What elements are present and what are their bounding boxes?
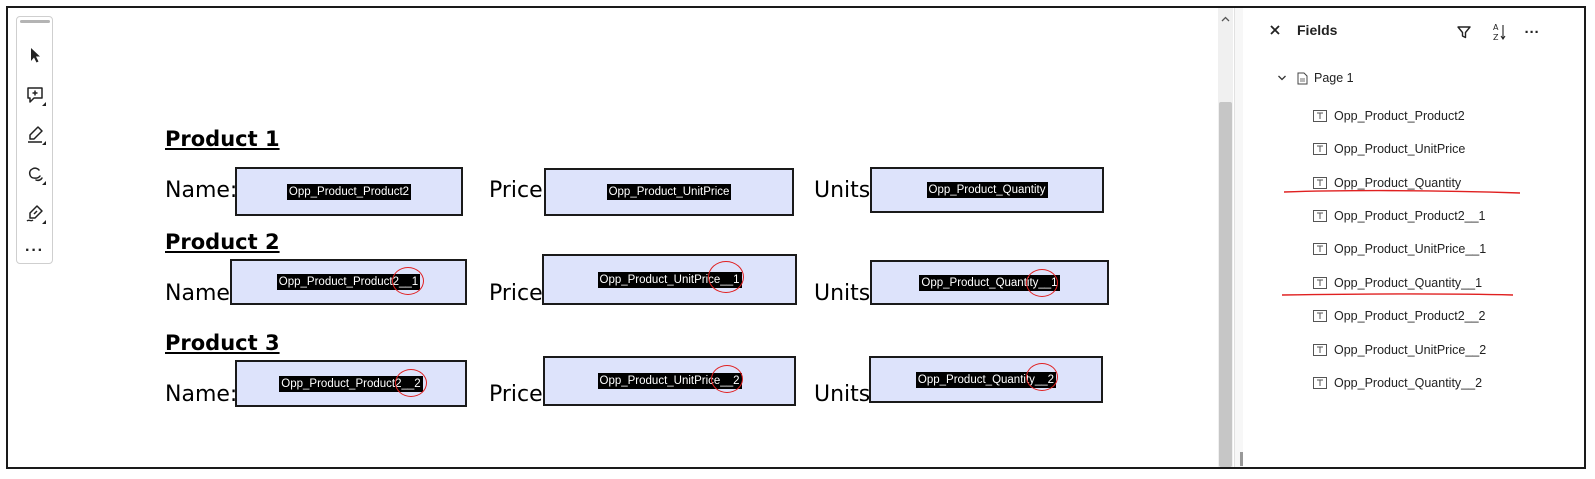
- chevron-down-icon: [1278, 75, 1286, 81]
- sign-pen-icon: [26, 205, 43, 222]
- field-product-1-price[interactable]: Opp_Product_UnitPrice: [544, 168, 794, 216]
- product-2-heading: Product 2: [165, 230, 280, 254]
- field-product-3-units[interactable]: Opp_Product_Quantity__2: [869, 356, 1103, 403]
- sort-az-icon: AZ: [1493, 23, 1506, 42]
- product-3-units-label: Units: [814, 382, 871, 407]
- panel-divider[interactable]: [1234, 8, 1243, 467]
- product-3-heading: Product 3: [165, 331, 280, 355]
- text-field-icon: [1313, 177, 1327, 189]
- field-product-2-price[interactable]: Opp_Product_UnitPrice__1: [542, 254, 797, 305]
- panel-resize-handle[interactable]: [1240, 452, 1243, 466]
- product-1-name-label: Name:: [165, 178, 238, 203]
- text-field-icon: [1313, 210, 1327, 222]
- add-comment-icon: [26, 87, 43, 103]
- product-2-units-label: Units: [814, 281, 871, 306]
- field-list-item[interactable]: Opp_Product_UnitPrice: [1313, 139, 1465, 159]
- text-field-icon: [1313, 377, 1327, 389]
- product-2-name-label: Name:: [165, 281, 238, 306]
- product-1-price-label: Price: [489, 178, 543, 203]
- field-product-2-units[interactable]: Opp_Product_Quantity__1: [870, 260, 1109, 305]
- product-3-name-label: Name:: [165, 382, 238, 407]
- text-field-icon: [1313, 243, 1327, 255]
- field-list-item[interactable]: Opp_Product_Quantity__1: [1313, 273, 1482, 293]
- field-list-item[interactable]: Opp_Product_Product2__1: [1313, 206, 1486, 226]
- field-list-item[interactable]: Opp_Product_Quantity: [1313, 173, 1461, 193]
- product-3-price-label: Price: [489, 382, 543, 407]
- filter-icon: [1457, 26, 1471, 39]
- chevron-up-icon: [1221, 16, 1230, 22]
- field-list-item[interactable]: Opp_Product_UnitPrice__1: [1313, 239, 1486, 259]
- palette-grip-handle[interactable]: [20, 20, 50, 23]
- page-label: Page 1: [1314, 71, 1354, 85]
- scroll-up-arrow[interactable]: [1218, 12, 1233, 26]
- more-options-button[interactable]: ···: [1524, 23, 1540, 41]
- field-product-3-price[interactable]: Opp_Product_UnitPrice__2: [543, 356, 796, 406]
- svg-text:Z: Z: [1493, 33, 1499, 42]
- field-list-item[interactable]: Opp_Product_Quantity__2: [1313, 373, 1482, 393]
- select-cursor-icon: [30, 48, 40, 63]
- text-field-icon: [1313, 344, 1327, 356]
- sign-tool-button[interactable]: [19, 199, 50, 227]
- panel-title: Fields: [1297, 22, 1338, 38]
- field-product-1-units[interactable]: Opp_Product_Quantity: [870, 167, 1104, 213]
- filter-button[interactable]: [1454, 22, 1474, 42]
- close-icon: [1270, 25, 1280, 35]
- draw-tool-button[interactable]: [19, 160, 50, 188]
- svg-text:A: A: [1493, 23, 1499, 32]
- document-page: Product 1 Name: Opp_Product_Product2 Pri…: [8, 8, 1218, 467]
- field-product-3-name[interactable]: Opp_Product_Product2__2: [235, 360, 467, 407]
- scroll-thumb[interactable]: [1219, 102, 1232, 467]
- app-window: Product 1 Name: Opp_Product_Product2 Pri…: [6, 6, 1586, 469]
- close-panel-button[interactable]: [1267, 22, 1283, 38]
- field-list-item[interactable]: Opp_Product_Product2__2: [1313, 306, 1486, 326]
- draw-freehand-icon: [28, 167, 43, 182]
- page-icon: [1297, 72, 1308, 84]
- product-1-heading: Product 1: [165, 127, 280, 151]
- tool-palette: ···: [16, 16, 53, 264]
- product-2-price-label: Price: [489, 281, 543, 306]
- tree-node-page-1[interactable]: Page 1: [1277, 68, 1354, 88]
- add-comment-button[interactable]: [19, 81, 50, 109]
- document-scrollbar[interactable]: [1218, 8, 1233, 467]
- highlight-tool-button[interactable]: [19, 120, 50, 148]
- field-list-item[interactable]: Opp_Product_Product2: [1313, 106, 1465, 126]
- select-tool-button[interactable]: [19, 41, 50, 69]
- field-product-2-name[interactable]: Opp_Product_Product2__1: [230, 259, 467, 305]
- text-field-icon: [1313, 110, 1327, 122]
- product-1-units-label: Units: [814, 178, 871, 203]
- highlight-pen-icon: [27, 126, 43, 143]
- field-product-1-name[interactable]: Opp_Product_Product2: [235, 167, 463, 216]
- more-tools-button[interactable]: ···: [25, 242, 44, 259]
- text-field-icon: [1313, 143, 1327, 155]
- text-field-icon: [1313, 277, 1327, 289]
- text-field-icon: [1313, 310, 1327, 322]
- field-list-item[interactable]: Opp_Product_UnitPrice__2: [1313, 340, 1486, 360]
